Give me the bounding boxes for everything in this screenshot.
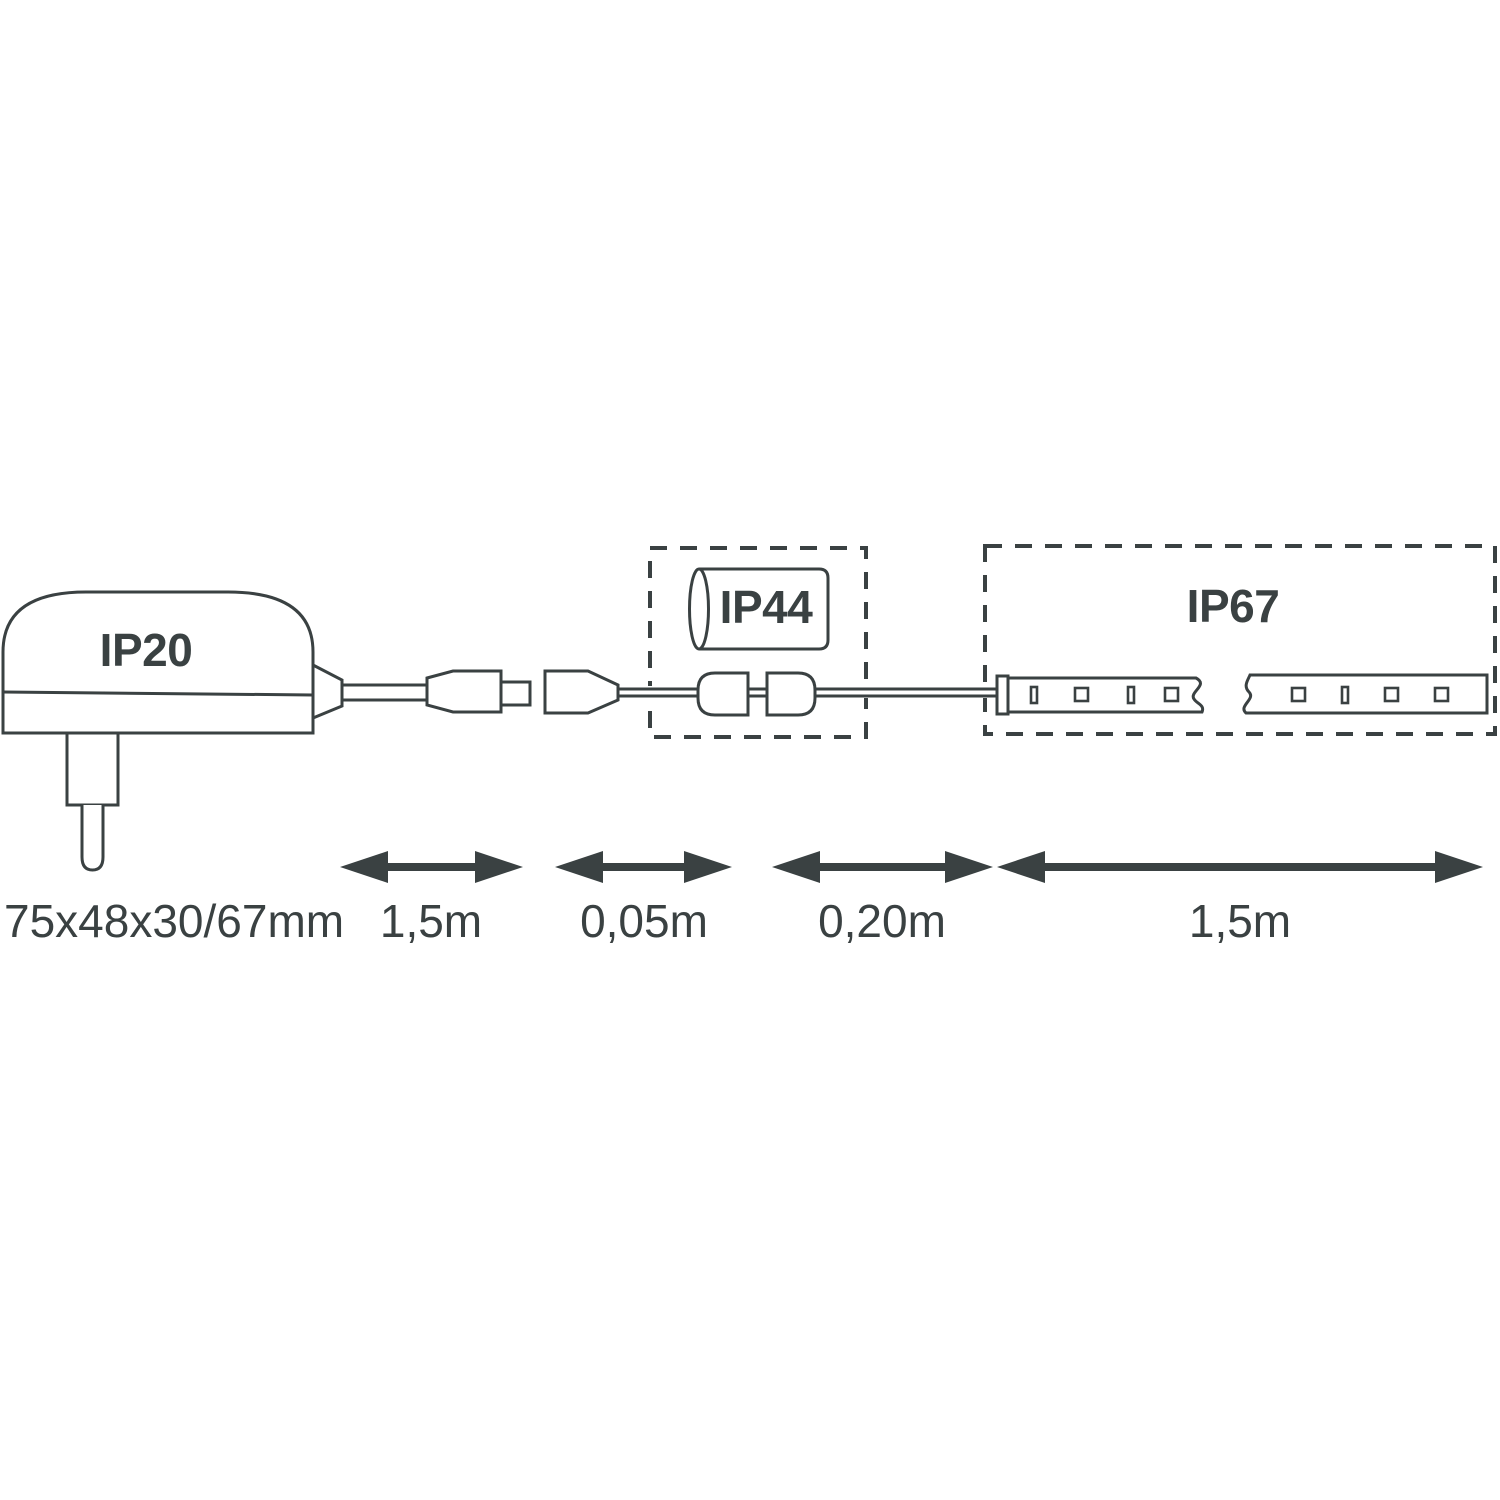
plug-stem <box>65 731 120 807</box>
power-supply-seam-line <box>2 690 314 697</box>
led-chip <box>1163 686 1180 703</box>
led-chip <box>1433 686 1450 703</box>
ip67-rating-label: IP67 <box>1187 580 1280 632</box>
cable-strain-relief <box>311 662 344 721</box>
led-strip-segment-left <box>1006 676 1205 714</box>
dc-male-connector-tip <box>499 680 532 707</box>
led-chip <box>1383 686 1400 703</box>
power-supply-plug: IP20 <box>1 590 344 872</box>
ip44-connector-group: IP44 <box>688 567 830 717</box>
arrow-power-cable-length <box>340 851 523 883</box>
strip-length-label: 1,5m <box>1189 895 1291 947</box>
connector-length-label: 0,05m <box>580 895 708 947</box>
ip44-dashed-boundary <box>648 546 868 739</box>
feed-cable-length-label: 0,20m <box>818 895 946 947</box>
ip67-led-strip-group: IP67 <box>995 580 1489 716</box>
dc-male-connector <box>425 669 503 714</box>
led-strip-end-cap <box>995 674 1010 716</box>
power-cable-lines <box>342 683 428 702</box>
ip44-coupler-left-half <box>696 671 750 717</box>
arrow-feed-cable-length <box>772 851 993 883</box>
arrow-strip-length <box>997 851 1483 883</box>
power-supply-body <box>1 590 315 735</box>
led-strip-segment-right <box>1242 673 1489 715</box>
power-supply-rating-label: IP20 <box>100 624 193 676</box>
ip67-dashed-boundary <box>983 544 1497 736</box>
ip44-cylinder-end-cap <box>688 567 710 651</box>
plug-pin <box>80 805 105 872</box>
led-chip <box>1290 686 1307 703</box>
ip44-rating-label: IP44 <box>720 581 814 633</box>
dimension-labels: 75x48x30/67mm 1,5m 0,05m 0,20m 1,5m <box>4 895 1291 947</box>
dc-connector-pair <box>425 669 620 715</box>
led-chip <box>1073 686 1090 703</box>
dimension-arrows <box>340 851 1483 883</box>
power-cable-length-label: 1,5m <box>380 895 482 947</box>
ip44-coupler-right-half <box>765 671 817 717</box>
led-resistor <box>1340 685 1350 705</box>
dc-female-connector <box>543 669 620 715</box>
arrow-connector-length <box>555 851 732 883</box>
led-resistor <box>1126 685 1136 705</box>
ip44-cylinder-body <box>699 567 830 651</box>
led-resistor <box>1029 685 1039 705</box>
power-supply-dimensions-label: 75x48x30/67mm <box>4 895 344 947</box>
